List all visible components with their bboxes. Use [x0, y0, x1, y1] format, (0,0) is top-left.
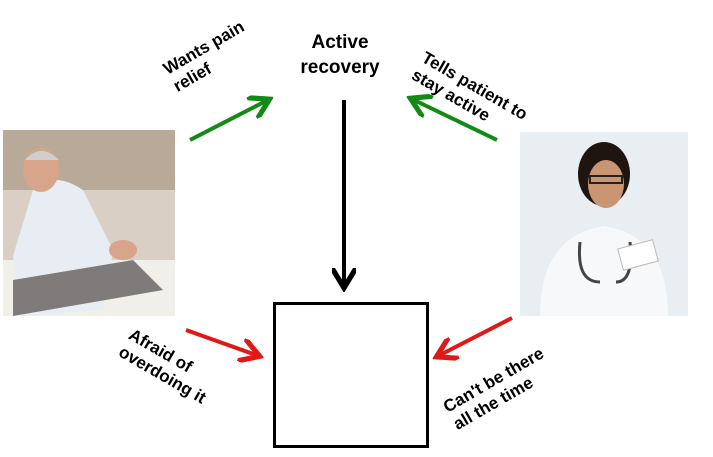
arrow-wants-relief — [189, 101, 266, 142]
title-line-2: recovery — [300, 57, 380, 78]
arrow-tells-active — [414, 100, 498, 142]
arrow-cant-be-there — [440, 316, 513, 355]
active-recovery-title: Active recovery — [290, 30, 390, 80]
title-line-1: Active — [311, 32, 369, 53]
doctor-photo — [520, 132, 688, 316]
arrow-afraid — [185, 328, 256, 355]
doctor-illustration — [520, 132, 688, 316]
outcome-box — [273, 302, 429, 448]
patient-illustration — [3, 130, 175, 316]
patient-photo — [3, 130, 175, 316]
